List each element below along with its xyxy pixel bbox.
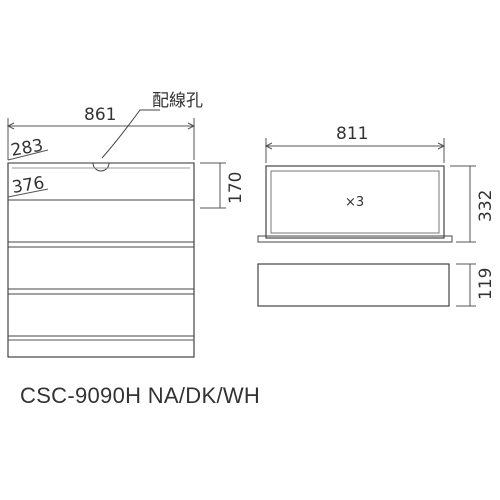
cabinet-width-label: 861 xyxy=(84,105,116,125)
drawer-quantity-label: ×3 xyxy=(345,195,364,210)
drawer-depth-label: 332 xyxy=(476,190,496,222)
drawer-front-3 xyxy=(7,293,195,337)
inner-depth-label: 376 xyxy=(11,173,46,198)
wiring-hole-notch xyxy=(92,162,110,172)
top-height-label: 170 xyxy=(226,172,246,204)
model-number: CSC-9090H NA/DK/WH xyxy=(20,383,261,408)
drawer-width-dimension-line xyxy=(264,138,446,163)
top-height-dimension-line xyxy=(200,162,226,209)
wiring-hole-leader xyxy=(101,109,160,159)
depth-label: 283 xyxy=(9,136,44,161)
cabinet-front-view xyxy=(7,162,195,358)
drawer-width-label: 811 xyxy=(336,124,368,144)
drawer-front-1 xyxy=(7,199,195,243)
wiring-hole-label: 配線孔 xyxy=(152,91,203,111)
width-dimension-line xyxy=(6,118,196,160)
drawer-front-view xyxy=(257,263,450,307)
drawer-top-view xyxy=(257,165,453,243)
drawer-height-label: 119 xyxy=(476,268,496,300)
drawer-front-2 xyxy=(7,246,195,290)
drawer-height-dimension-line xyxy=(456,263,476,307)
drawer-depth-dimension-line xyxy=(450,165,476,243)
